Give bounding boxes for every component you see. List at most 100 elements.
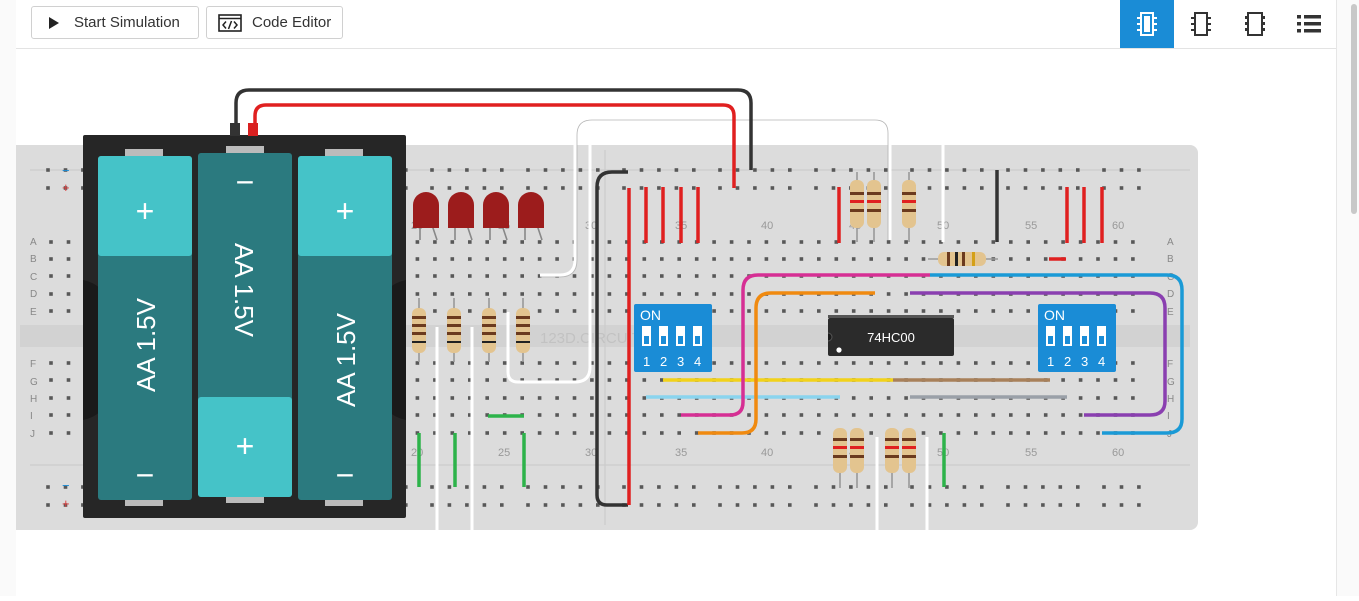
- breadboard-hole: [866, 168, 871, 172]
- breadboard-hole: [1113, 396, 1118, 400]
- breadboard-hole: [962, 503, 967, 507]
- schematic-view-button[interactable]: [1174, 0, 1228, 48]
- breadboard-hole: [677, 431, 681, 435]
- toolbar: Start Simulation Code Editor: [16, 0, 1336, 49]
- magenta-wire[interactable]: [681, 273, 930, 417]
- breadboard-hole: [866, 485, 871, 489]
- breadboard-hole: [764, 413, 769, 417]
- led-4[interactable]: [518, 192, 544, 228]
- row-letter: C: [30, 272, 37, 283]
- breadboard-hole: [1026, 361, 1030, 365]
- breadboard-hole: [555, 431, 559, 435]
- circuit-canvas[interactable]: 123D.CIRCUITS − + − + A B C D E F G H I …: [0, 49, 1336, 596]
- code-editor-button[interactable]: Code Editor: [206, 6, 343, 39]
- start-simulation-label: Start Simulation: [74, 14, 180, 31]
- breadboard-hole: [415, 274, 420, 278]
- breadboard-hole: [450, 292, 455, 296]
- battery-minus-3: −: [336, 457, 355, 493]
- breadboard-hole: [415, 396, 420, 400]
- red-battery-wire[interactable]: [253, 103, 736, 188]
- orange-wire[interactable]: [698, 291, 875, 435]
- breadboard-hole: [712, 292, 716, 296]
- breadboard-hole: [578, 186, 583, 190]
- breadboard-hole: [66, 378, 71, 382]
- breadboard-hole: [962, 485, 967, 489]
- code-editor-label: Code Editor: [252, 14, 332, 31]
- breadboard-hole: [66, 240, 71, 244]
- breadboard-hole: [502, 309, 507, 313]
- breadboard-hole: [622, 485, 626, 489]
- breadboard-hole: [485, 240, 489, 244]
- breadboard-hole: [1026, 240, 1030, 244]
- dip-switch-right[interactable]: ON 1 2 3 4: [1038, 304, 1116, 372]
- green-wires[interactable]: [417, 414, 946, 487]
- breadboard-hole: [433, 257, 437, 261]
- breadboard-hole: [1006, 503, 1010, 507]
- pulldown-resistors[interactable]: [833, 428, 916, 488]
- breadboard-hole: [980, 485, 984, 489]
- breadboard-hole: [415, 361, 420, 365]
- row-letter: G: [1167, 377, 1175, 388]
- red-jumper-wires[interactable]: [644, 187, 1104, 261]
- rail-plus-bottom: +: [62, 496, 70, 511]
- black-ground-wire[interactable]: [595, 170, 628, 507]
- logic-chip[interactable]: 74HC00: [827, 315, 954, 356]
- dip-switch-left[interactable]: ON 1 2 3 4: [634, 304, 712, 372]
- row-letter: G: [30, 377, 38, 388]
- pullup-resistors[interactable]: [850, 172, 916, 242]
- breadboard-hole: [49, 274, 53, 278]
- circuit-svg[interactable]: 123D.CIRCUITS − + − + A B C D E F G H I …: [0, 49, 1336, 596]
- breadboard-hole: [526, 485, 530, 489]
- breadboard-hole: [904, 413, 908, 417]
- breadboard-hole: [447, 168, 452, 172]
- breadboard-hole: [886, 361, 891, 365]
- breadboard-hole: [974, 413, 978, 417]
- breadboard-hole: [1009, 361, 1013, 365]
- component-view-button[interactable]: [1120, 0, 1174, 48]
- breadboard-hole: [66, 413, 71, 417]
- row-letter: F: [1167, 359, 1173, 370]
- breadboard-hole: [712, 257, 716, 261]
- blue-wire[interactable]: [930, 273, 1184, 435]
- breadboard-hole: [639, 485, 644, 489]
- start-simulation-button[interactable]: Start Simulation: [31, 6, 199, 39]
- breadboard-hole: [817, 431, 821, 435]
- led-1[interactable]: [413, 192, 439, 228]
- red-leds[interactable]: [413, 192, 544, 241]
- breadboard-hole: [607, 292, 612, 296]
- breadboard-hole: [814, 485, 818, 489]
- purple-wire[interactable]: [910, 291, 1167, 417]
- breadboard-hole: [502, 378, 507, 382]
- breadboard-hole: [537, 257, 542, 261]
- horizontal-resistor[interactable]: [928, 252, 998, 266]
- breadboard-hole: [465, 186, 469, 190]
- white-wires[interactable]: [435, 116, 945, 560]
- breadboard-hole: [537, 240, 542, 244]
- breadboard-hole: [1041, 168, 1045, 172]
- pcb-view-button[interactable]: [1228, 0, 1282, 48]
- column-number: 40: [761, 220, 773, 232]
- breadboard-hole: [1009, 240, 1013, 244]
- breadboard-hole: [1026, 309, 1030, 313]
- breadboard-hole: [430, 485, 434, 489]
- breadboard-hole: [921, 431, 926, 435]
- breadboard-hole: [764, 431, 769, 435]
- breadboard-hole: [520, 257, 524, 261]
- vertical-scrollbar[interactable]: [1351, 4, 1357, 214]
- breadboard-hole: [590, 396, 594, 400]
- breadboard-hole: [63, 168, 68, 172]
- breadboard-hole: [433, 309, 437, 313]
- led-2[interactable]: [448, 192, 474, 228]
- breadboard-hole: [735, 186, 740, 190]
- column-number: 55: [1025, 447, 1037, 459]
- components-list-button[interactable]: [1282, 0, 1336, 48]
- breadboard-hole: [834, 361, 839, 365]
- breadboard-hole: [450, 396, 455, 400]
- breadboard-hole: [578, 503, 583, 507]
- black-battery-wire[interactable]: [234, 88, 753, 170]
- battery-pack[interactable]: + − − + + − AA 1.5V AA 1.5V AA 1.5V: [83, 123, 406, 518]
- breadboard-hole: [49, 413, 53, 417]
- led-resistors[interactable]: [412, 298, 530, 362]
- led-3[interactable]: [483, 192, 509, 228]
- breadboard-hole: [991, 240, 996, 244]
